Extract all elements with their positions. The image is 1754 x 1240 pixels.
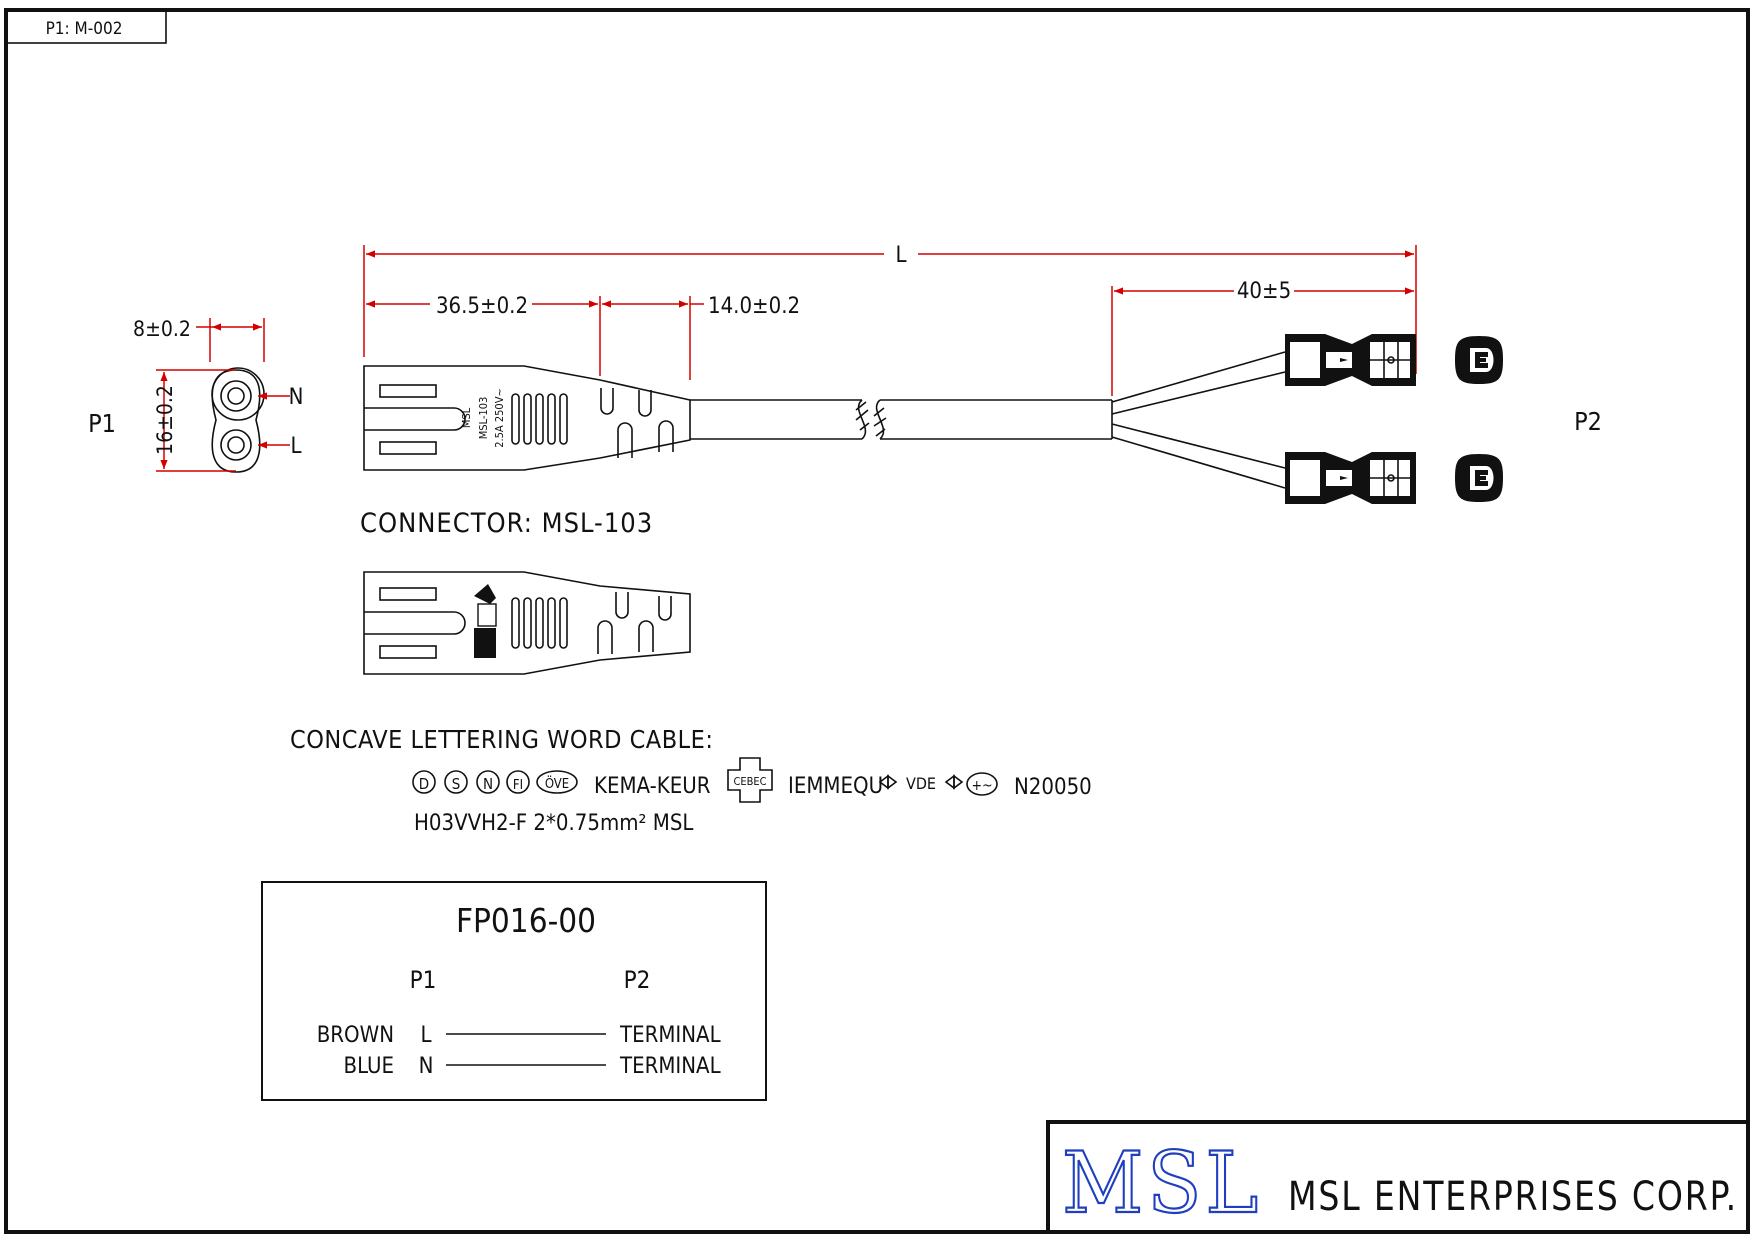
approval-d: D	[419, 775, 429, 793]
terminal-upper	[1285, 334, 1503, 386]
approval-n: N	[483, 775, 493, 793]
dim-strip-length: 40±5	[1237, 279, 1291, 304]
row-2-pin: N	[419, 1054, 434, 1079]
table-col-p1: P1	[410, 966, 437, 994]
mark-n-code: N20050	[1014, 775, 1092, 800]
table-col-p2: P2	[624, 966, 651, 994]
dim-plug-grip: 14.0±0.2	[708, 294, 800, 319]
approval-s: S	[452, 775, 461, 793]
cable	[690, 351, 1286, 489]
p2-label: P2	[1574, 407, 1602, 436]
dim-pin-width: 8±0.2	[133, 317, 191, 341]
mark-cebec: CEBEC	[733, 775, 766, 788]
sheet-tag-text: P1: M-002	[46, 19, 123, 39]
p1-label: P1	[88, 409, 116, 438]
title-block: MSL MSL ENTERPRISES CORP.	[1046, 1120, 1750, 1234]
connector-caption: CONNECTOR: MSL-103	[360, 508, 653, 539]
plug-connector-bottom	[363, 571, 691, 675]
cable-marking: CONCAVE LETTERING WORD CABLE: D S N FI Ö…	[290, 725, 1092, 836]
connector-mark-3: 2.5A 250V~	[493, 388, 506, 448]
dim-pin-height: 16±0.2	[153, 385, 177, 455]
connector-mark-2: MSL-103	[477, 397, 490, 440]
pin-l-label: L	[290, 434, 301, 459]
mark-vde: VDE	[906, 774, 936, 793]
sheet-tag: P1: M-002	[5, 9, 167, 44]
approval-fi: FI	[513, 778, 523, 793]
row-1-color: BROWN	[317, 1023, 394, 1048]
cable-spec: H03VVH2-F 2*0.75mm² MSL	[414, 811, 693, 836]
connector-mark-1: MSL	[460, 407, 473, 428]
har-mark-glyph: +~	[971, 778, 992, 794]
mark-iemmequ: IEMMEQU	[788, 774, 883, 799]
row-1-end: TERMINAL	[619, 1023, 721, 1048]
company-logo: MSL	[1062, 1134, 1262, 1232]
row-1-pin: L	[420, 1023, 431, 1048]
p1-dimensions: 8±0.2 16±0.2	[133, 317, 265, 472]
part-number: FP016-00	[456, 901, 596, 940]
plug-connector-top: MSL MSL-103 2.5A 250V~	[363, 365, 691, 471]
mark-kema: KEMA-KEUR	[594, 774, 711, 799]
part-table: FP016-00 P1 P2 BROWN L TERMINAL BLUE N T…	[261, 881, 767, 1101]
dim-plug-body: 36.5±0.2	[436, 294, 528, 319]
terminal-lower	[1285, 452, 1503, 504]
company-name: MSL ENTERPRISES CORP.	[1288, 1174, 1738, 1220]
dimension-chain: L 36.5±0.2 14.0±0.2 40±5	[363, 243, 1417, 396]
row-2-end: TERMINAL	[619, 1054, 721, 1079]
sheet-border	[4, 8, 1750, 1234]
approval-ove: ÖVE	[545, 775, 569, 792]
row-2-color: BLUE	[344, 1054, 395, 1079]
p1-pin-face: P1 N L	[88, 367, 304, 473]
pin-n-label: N	[289, 385, 304, 410]
dim-overall-length: L	[895, 243, 906, 268]
cable-marking-heading: CONCAVE LETTERING WORD CABLE:	[290, 725, 713, 754]
